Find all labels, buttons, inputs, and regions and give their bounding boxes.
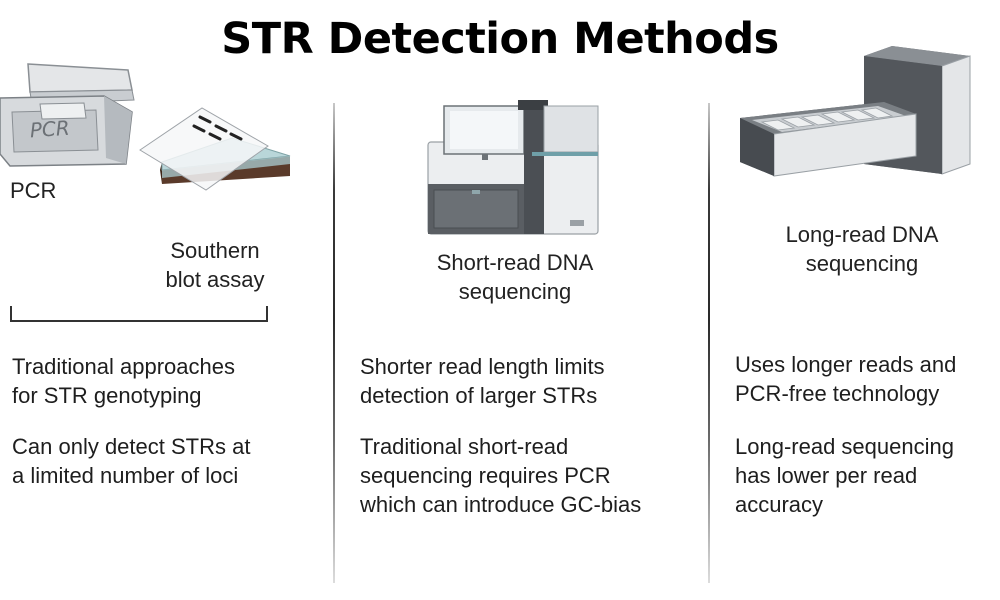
long-read-label-line-1: Long-read DNA (785, 222, 939, 247)
short-read-label: Short-read DNA sequencing (380, 248, 650, 306)
column-3-note-2: Long-read sequencing has lower per read … (735, 432, 954, 519)
note-line: has lower per read (735, 463, 918, 488)
note-line: sequencing requires PCR (360, 463, 611, 488)
note-line: accuracy (735, 492, 824, 517)
note-line: detection of larger STRs (360, 383, 598, 408)
traditional-methods-bracket (10, 306, 268, 322)
long-read-sequencer-icon (740, 46, 971, 177)
southern-blot-label-line-2: blot assay (165, 267, 265, 292)
thermocycler-icon: PCR (0, 63, 135, 167)
note-line: Traditional short-read (360, 434, 569, 459)
column-1-note-2: Can only detect STRs at a limited number… (12, 432, 250, 490)
southern-blot-icon (139, 107, 291, 191)
note-line: Uses longer reads and (735, 352, 957, 377)
note-line: Long-read sequencing (735, 434, 954, 459)
long-read-label-line-2: sequencing (805, 251, 919, 276)
note-line: a limited number of loci (12, 463, 239, 488)
note-line: Traditional approaches (12, 354, 235, 379)
pcr-label: PCR (10, 178, 57, 203)
note-line: Shorter read length limits (360, 354, 605, 379)
page-title: STR Detection Methods (221, 14, 779, 64)
short-read-label-line-2: sequencing (458, 279, 572, 304)
column-2-note-1: Shorter read length limits detection of … (360, 352, 605, 410)
long-read-label: Long-read DNA sequencing (727, 220, 997, 278)
note-line: Can only detect STRs at (12, 434, 251, 459)
note-line: which can introduce GC-bias (360, 492, 642, 517)
column-1-note-1: Traditional approaches for STR genotypin… (12, 352, 235, 410)
column-3-note-1: Uses longer reads and PCR-free technolog… (735, 350, 956, 408)
note-line: PCR-free technology (735, 381, 940, 406)
column-divider-2 (708, 103, 710, 583)
short-read-label-line-1: Short-read DNA (436, 250, 594, 275)
column-2-note-2: Traditional short-read sequencing requir… (360, 432, 641, 519)
column-divider-1 (333, 103, 335, 583)
note-line: for STR genotyping (12, 383, 202, 408)
pcr-device-text: PCR (29, 116, 70, 143)
southern-blot-label: Southern blot assay (145, 236, 285, 294)
southern-blot-label-line-1: Southern (170, 238, 260, 263)
short-read-sequencer-icon (427, 100, 599, 235)
